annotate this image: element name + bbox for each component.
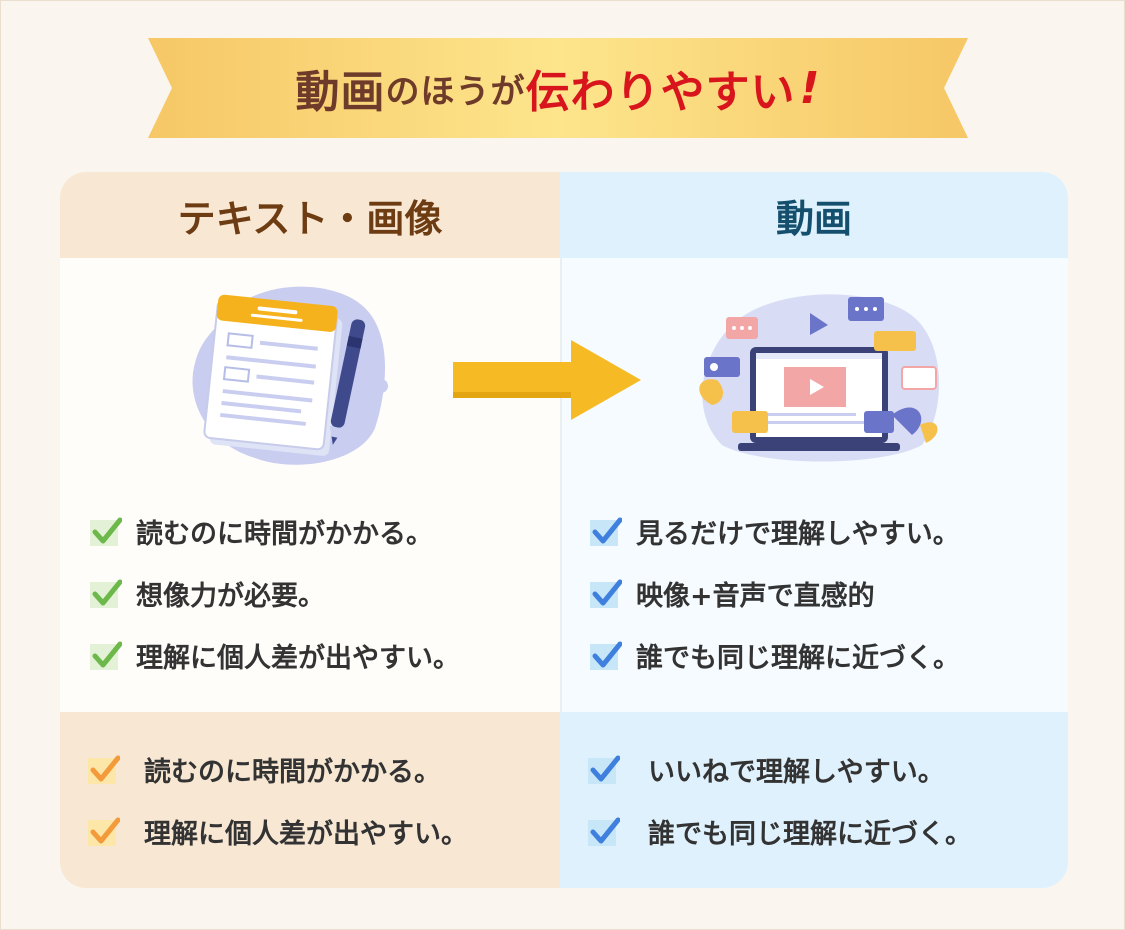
list-item-text: 見るだけで理解しやすい。 [636,519,960,550]
list-item-text: 誰でも同じ理解に近づく。 [648,819,972,850]
title-part-video: 動画 [295,67,386,118]
title-part-easy: 伝わりやすい [525,67,796,118]
column-divider [560,258,562,712]
left-footer-item: 読むのに時間がかかる。 [88,750,441,789]
title-part-nohou: のほう [385,71,491,112]
orange-check-icon [88,816,120,848]
right-list-item: 映像+音声で直感的 [590,574,875,613]
green-check-icon [90,640,122,672]
list-item-text: いいねで理解しやすい。 [648,757,945,788]
comparison-card: テキスト・画像 動画 [60,172,1068,888]
title-ribbon: 動画 のほう が 伝わりやすい ! [148,38,968,138]
laptop-video-icon [682,285,952,469]
blue-check-icon [588,816,620,848]
left-list-item: 想像力が必要。 [90,574,325,613]
blue-check-icon [590,516,622,548]
blue-check-icon [590,640,622,672]
left-list-item: 理解に個人差が出やすい。 [90,636,460,675]
right-list-item: 誰でも同じ理解に近づく。 [590,636,960,675]
title-exclamation: ! [799,62,821,114]
right-footer-item: 誰でも同じ理解に近づく。 [588,812,972,851]
orange-check-icon [88,754,120,786]
page-title: 動画 のほう が 伝わりやすい ! [148,38,968,138]
arrow-right-icon [453,340,643,424]
green-check-icon [90,516,122,548]
right-column-footer [560,712,1068,888]
list-item-text: 想像力が必要。 [136,581,325,612]
list-item-text: 誰でも同じ理解に近づく。 [636,643,960,674]
left-footer-item: 理解に個人差が出やすい。 [88,812,468,851]
left-list-item: 読むのに時間がかかる。 [90,512,433,551]
list-item-text: 読むのに時間がかかる。 [136,519,433,550]
right-footer-item: いいねで理解しやすい。 [588,750,945,789]
document-with-pen-icon [185,278,395,472]
left-column-footer [60,712,560,888]
blue-check-icon [588,754,620,786]
list-item-text: 映像+音声で直感的 [636,581,875,612]
list-item-text: 読むのに時間がかかる。 [144,757,441,788]
right-column-header: 動画 [560,172,1068,258]
blue-check-icon [590,578,622,610]
left-column-header: テキスト・画像 [60,172,560,258]
ribbon-shape [148,38,968,138]
green-check-icon [90,578,122,610]
list-item-text: 理解に個人差が出やすい。 [144,819,468,850]
right-list-item: 見るだけで理解しやすい。 [590,512,960,551]
list-item-text: 理解に個人差が出やすい。 [136,643,460,674]
title-part-ga: が [490,71,526,112]
